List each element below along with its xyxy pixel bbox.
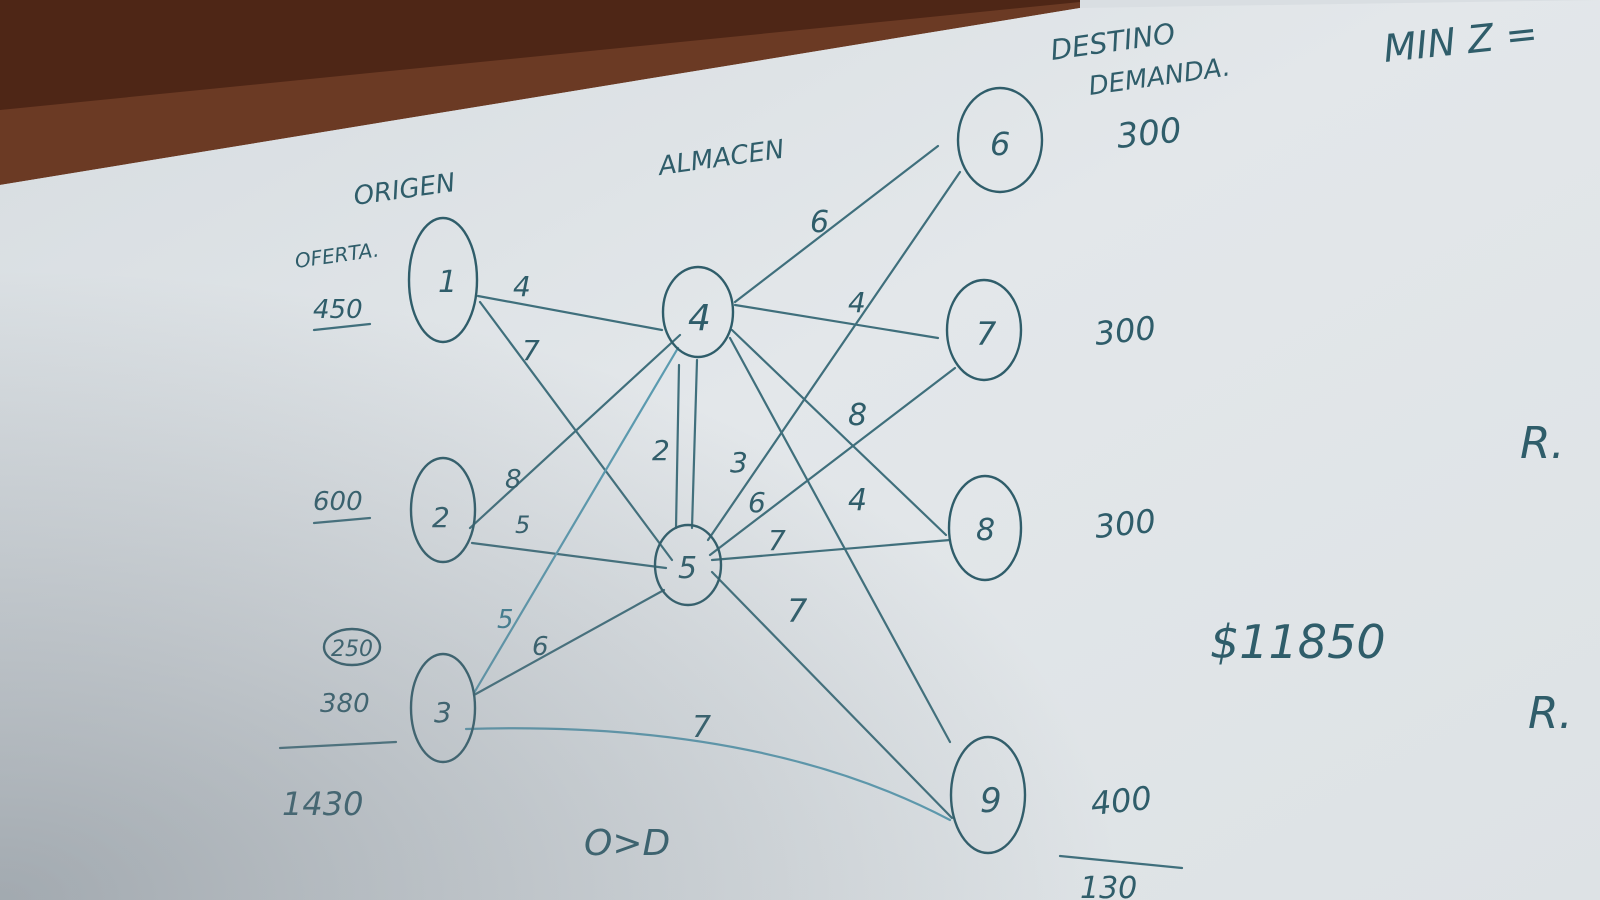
- cost-1-4: 4: [513, 270, 531, 303]
- cost-3-9: 7: [692, 710, 711, 745]
- cost-2-5: 5: [515, 511, 530, 539]
- edge-4-7: [733, 303, 940, 340]
- cost-5-6: 3: [730, 446, 748, 479]
- supply-header: OFERTA.: [293, 237, 380, 273]
- warehouse-header: ALMACEN: [655, 135, 786, 183]
- comparison-note: O>D: [584, 823, 670, 864]
- edge-4-9: [728, 336, 952, 744]
- supply-node3: 380: [320, 689, 370, 719]
- demand-node8: 300: [1093, 502, 1158, 546]
- origin-header: ORIGEN: [352, 168, 457, 212]
- cost-5-8: 7: [768, 524, 786, 557]
- edges: [464, 144, 962, 822]
- edge-4-6: [733, 144, 940, 304]
- demand-node7: 300: [1093, 309, 1158, 353]
- supply-node1: 450: [313, 295, 363, 325]
- node-2-label: 2: [432, 501, 450, 534]
- objective-label: MIN Z =: [1381, 11, 1539, 71]
- edge-1-4: [476, 294, 664, 332]
- edge-4-5b: [690, 358, 699, 530]
- node-4-label: 4: [688, 298, 711, 339]
- cost-4-5: 2: [652, 434, 670, 467]
- cost-4-6: 6: [810, 205, 829, 240]
- cost-4-7: 4: [848, 286, 866, 319]
- node-1-label: 1: [438, 265, 457, 300]
- node-3-label: 3: [434, 696, 452, 729]
- demand-total: 130: [1080, 871, 1137, 900]
- edge-5-9: [710, 570, 954, 820]
- supply-total: 1430: [282, 785, 363, 823]
- node-5-label: 5: [678, 551, 697, 586]
- supply-node2: 600: [313, 487, 363, 517]
- edge-3-4: [472, 346, 680, 695]
- node-7-label: 7: [976, 315, 997, 353]
- demand-total-line: [1058, 854, 1184, 870]
- demand-node6: 300: [1115, 110, 1184, 157]
- cost-3-5: 6: [532, 632, 549, 662]
- node-8-label: 8: [976, 513, 995, 548]
- cost-3-4: 5: [497, 605, 514, 635]
- supply-column: 450 600 250 380 1430: [278, 295, 398, 823]
- destination-header: DESTINO: [1048, 17, 1177, 67]
- cost-5-9: 7: [787, 592, 808, 630]
- margin-note-r1: R.: [1520, 418, 1565, 469]
- supply-total-line: [278, 740, 398, 750]
- cost-5-7: 6: [748, 486, 766, 519]
- margin-note-r2: R.: [1528, 688, 1573, 739]
- node-9-label: 9: [980, 781, 1002, 821]
- edge-2-4: [468, 333, 682, 530]
- cost-1-5: 7: [522, 334, 540, 367]
- demand-header: DEMANDA.: [1087, 52, 1232, 102]
- supply-node2-underline: [312, 516, 372, 525]
- edge-cost-labels: 4 7 8 5 5 6 7 2 6 4 8 4 3 6 7 7: [497, 205, 867, 745]
- edge-2-5: [470, 541, 668, 570]
- node-6-label: 6: [990, 125, 1010, 163]
- cost-2-4: 8: [505, 465, 522, 495]
- demand-column: 300 300 300 400 130: [1058, 110, 1184, 900]
- edge-5-8: [710, 538, 952, 562]
- supply-node3-circled: 250: [331, 637, 373, 662]
- edge-4-5a: [674, 363, 681, 530]
- result-value: $11850: [1210, 615, 1386, 669]
- cost-4-8: 8: [848, 398, 867, 433]
- cost-4-9: 4: [848, 483, 867, 518]
- demand-node9: 400: [1089, 779, 1154, 823]
